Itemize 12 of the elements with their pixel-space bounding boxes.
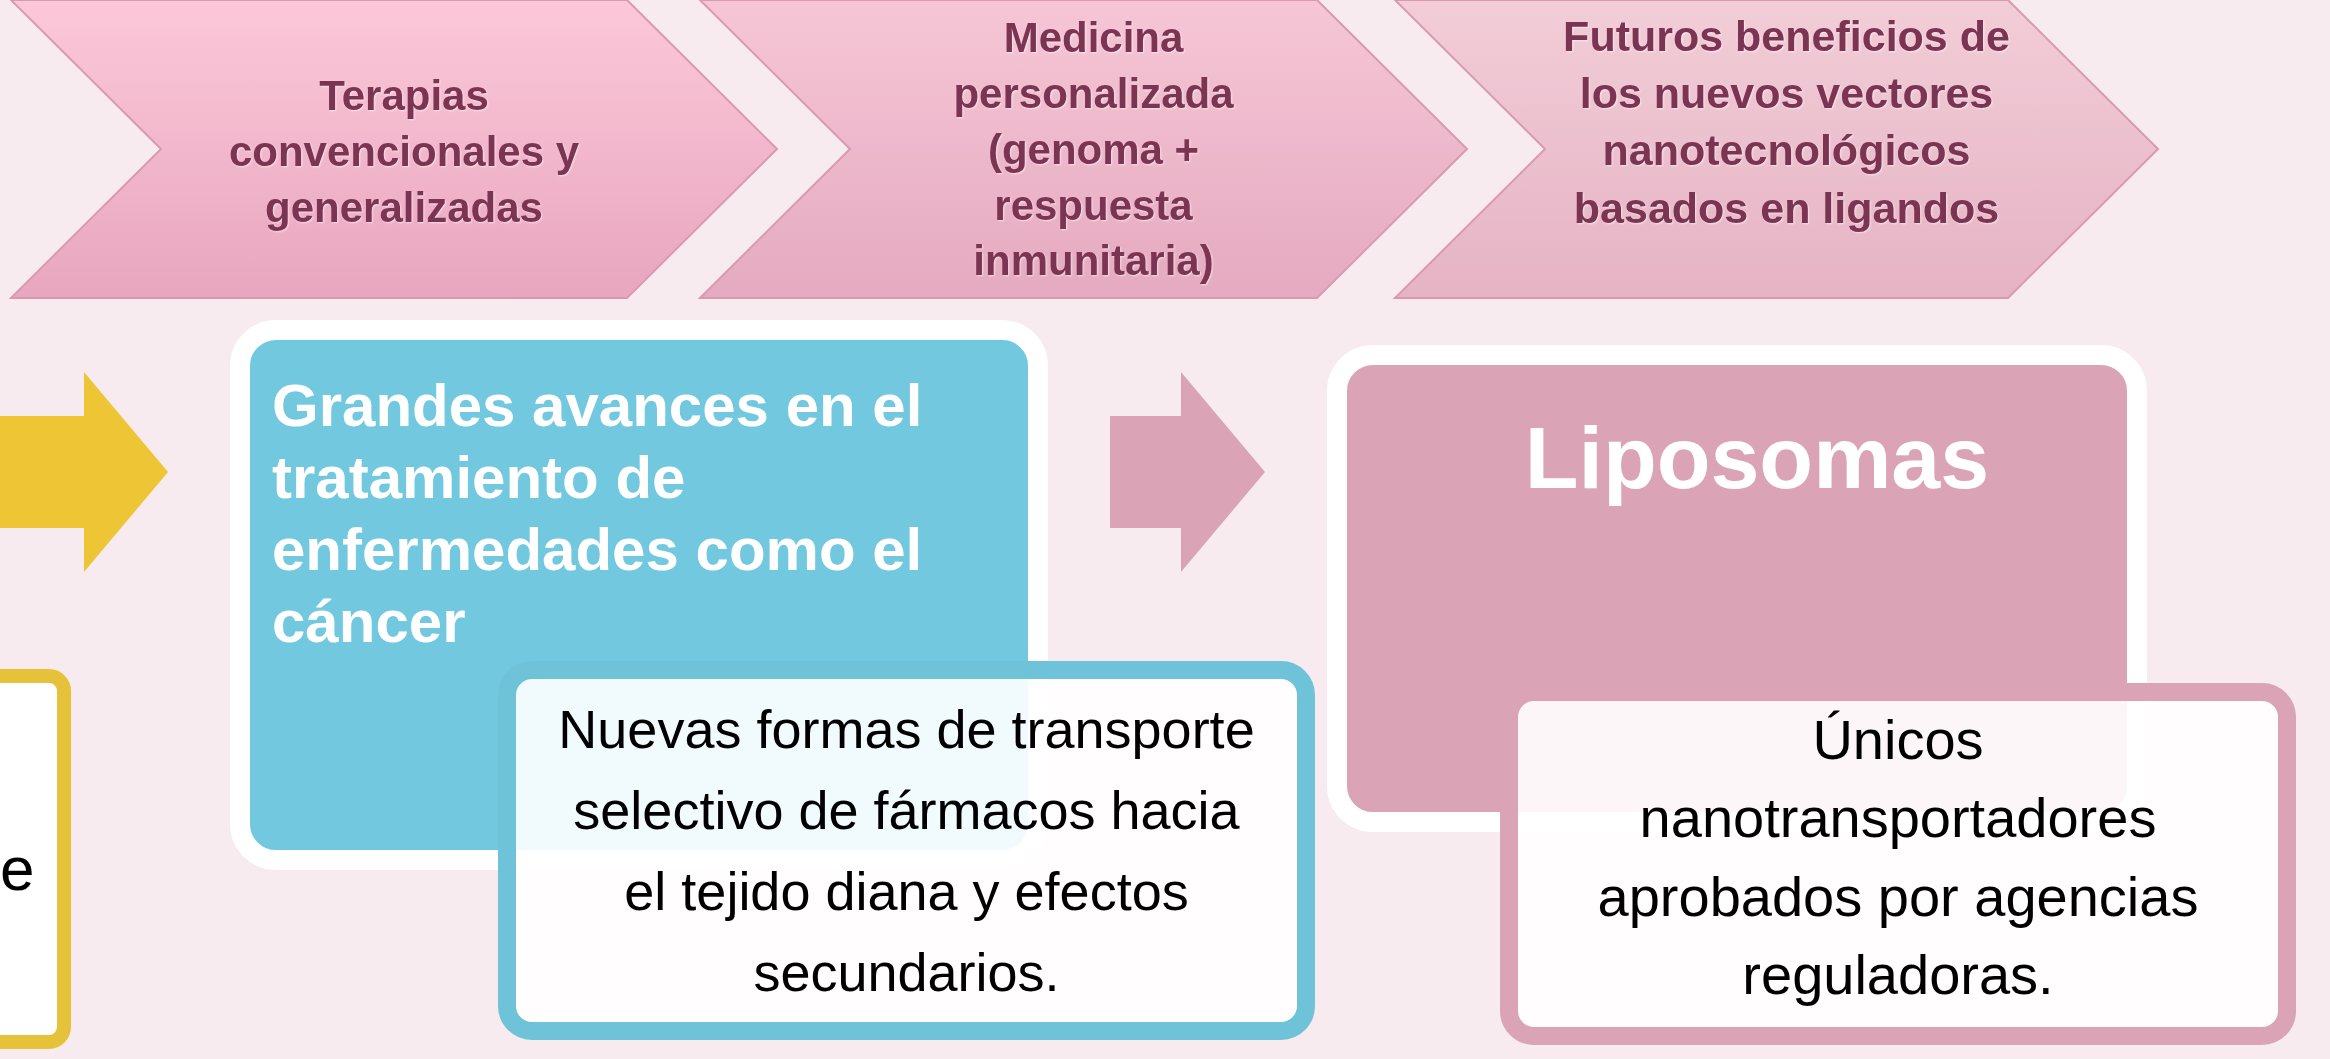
card-text: e bbox=[0, 833, 35, 904]
step-label: Terapias convencionales y generalizadas bbox=[227, 71, 581, 233]
box-heading: Liposomas bbox=[1523, 407, 1991, 509]
step-label: Medicina personalizada (genoma + respuesta inmunitaria) bbox=[952, 13, 1235, 287]
block-arrow bbox=[0, 372, 168, 572]
text-card bbox=[498, 661, 1315, 1040]
card-text: Nuevas formas de transporte selectivo de fármacos hacia el tejido diana y efectos secundarios. bbox=[557, 698, 1256, 1004]
box-heading: Grandes avances en el tratamiento de enfermedades como el cáncer bbox=[272, 371, 924, 657]
block-arrow bbox=[1110, 372, 1265, 572]
text-card bbox=[1500, 683, 2296, 1045]
card-text: Únicos nanotransportadores aprobados por agencias reguladoras. bbox=[1596, 707, 2200, 1009]
step-label: Futuros beneficios de los nuevos vectores nanotecnológicos basados en ligandos bbox=[1562, 11, 2011, 234]
